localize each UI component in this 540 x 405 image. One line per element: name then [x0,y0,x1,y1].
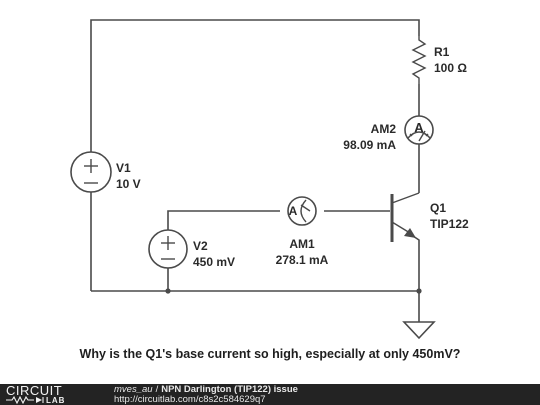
q1-name: Q1 [430,201,446,215]
meta-separator: / [155,384,159,395]
q1-value: TIP122 [430,217,469,231]
circuit-meta: mves_au/NPN Darlington (TIP122) issue ht… [114,385,298,405]
v1-name: V1 [116,161,131,175]
am1-name: AM1 [289,237,315,251]
ammeter-am2[interactable]: A [404,115,434,145]
am1-symbol: A [289,204,298,218]
author-link[interactable]: mves_au [114,384,153,395]
ammeter-am1[interactable]: A [287,196,317,226]
junction-dot [165,288,171,294]
ground-symbol [402,321,436,340]
wires [90,19,420,322]
r1-name: R1 [434,45,450,59]
footer-bar: CIRCUIT LAB mves_au/NPN Darlington (TIP1… [0,384,540,405]
am2-symbol: A [414,120,424,135]
circuit-url-link[interactable]: http://circuitlab.com/c8s2c584629q7 [114,394,266,405]
junction-dot [416,288,422,294]
voltage-source-v2[interactable] [148,229,188,269]
am2-name: AM2 [371,122,397,136]
circuit-schematic: R1 100 Ω A AM2 98.09 mA V1 10 V Q1 TIP12… [70,19,469,340]
circuitlab-logo[interactable]: CIRCUIT LAB [6,384,92,405]
logo-wave-icon [6,396,44,404]
logo-circuit-text: CIRCUIT [6,383,63,398]
v1-value: 10 V [116,177,141,191]
r1-value: 100 Ω [434,61,467,75]
am2-value: 98.09 mA [343,138,396,152]
voltage-source-v1[interactable] [70,151,112,193]
resistor-r1[interactable] [411,36,427,84]
question-text: Why is the Q1's base current so high, es… [79,347,461,361]
logo-lab-text: LAB [46,396,66,405]
am1-value: 278.1 mA [276,253,329,267]
transistor-q1[interactable] [390,192,420,242]
v2-value: 450 mV [193,255,235,269]
v2-name: V2 [193,239,208,253]
circuit-title[interactable]: NPN Darlington (TIP122) issue [161,384,298,395]
